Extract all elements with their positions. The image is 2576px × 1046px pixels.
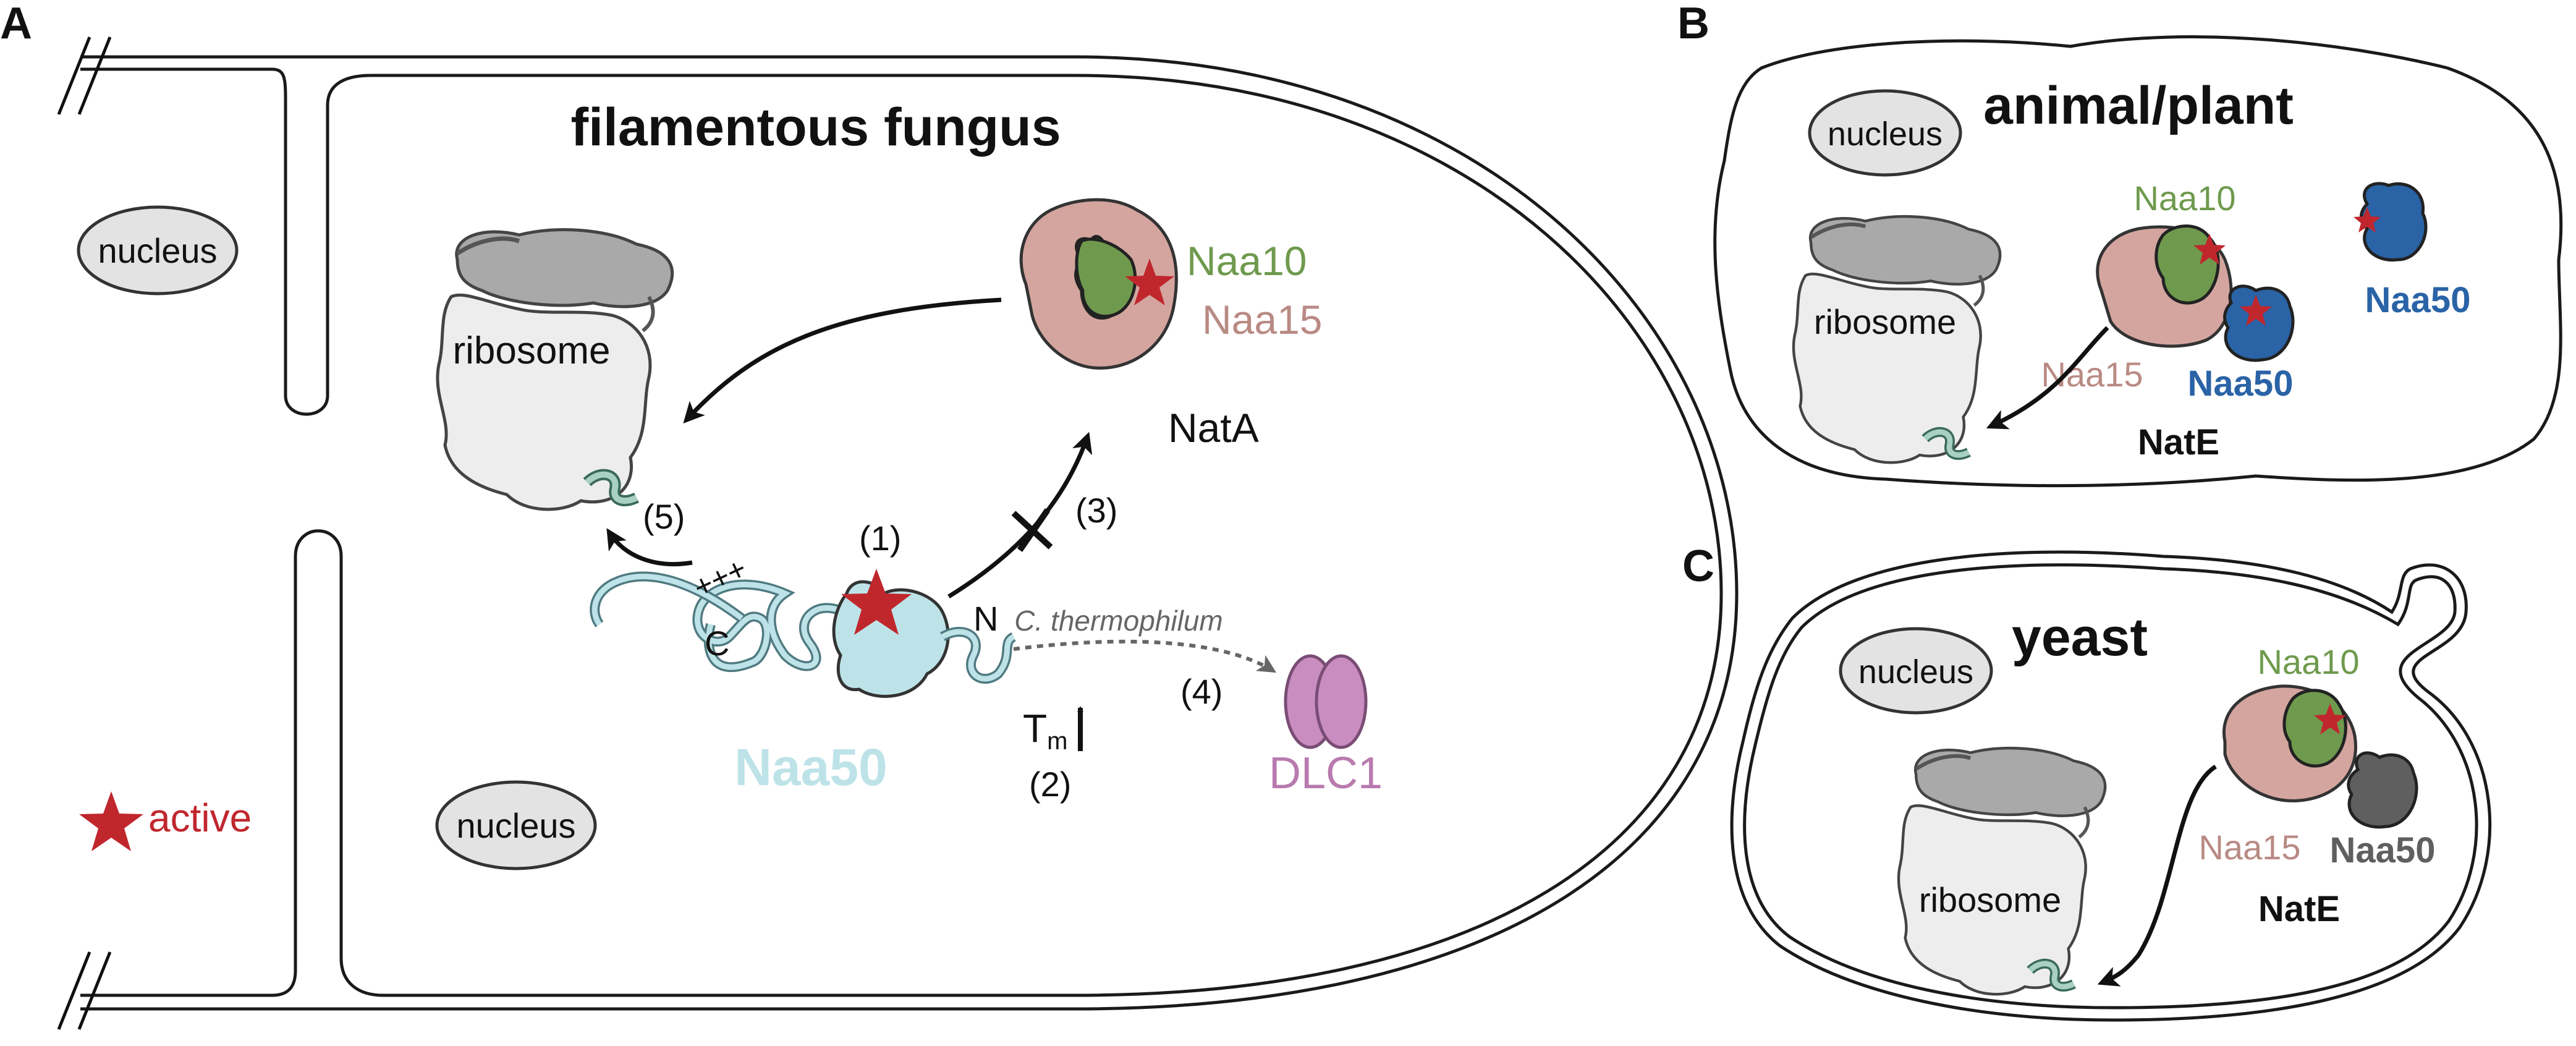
nucleus-c [1839, 627, 1993, 715]
active-star-naa10-b [2193, 234, 2226, 265]
nucleus-b-label: nucleus [1828, 116, 1943, 153]
nucleus-a2-label: nucleus [456, 806, 575, 845]
active-star-naa10-c [2314, 704, 2346, 734]
naa10-label-b: Naa10 [2133, 179, 2235, 218]
ribosome-a-label: ribosome [453, 330, 611, 372]
tm-label: Tm [1023, 706, 1067, 755]
organism-note: C. thermophilum [1014, 605, 1222, 637]
active-star-naa10-a [1125, 258, 1174, 305]
nate-label-c: NatE [2258, 889, 2340, 929]
c-terminus-label: C [705, 624, 729, 663]
break-mark-bottom [57, 951, 112, 1030]
naa50-bound-label-b: Naa50 [2188, 364, 2294, 404]
hypha-outer-wall [80, 55, 1739, 1011]
naa15-label-c: Naa15 [2198, 828, 2300, 867]
panel-a-title: filamentous fungus [570, 98, 1061, 157]
nate-label-b: NatE [2138, 422, 2219, 462]
step-4-label: (4) [1180, 672, 1222, 711]
ribosome-c-label: ribosome [1919, 880, 2061, 919]
nucleus-c-label: nucleus [1858, 653, 1973, 691]
arrow-naa50-to-dlc1 [1013, 639, 1277, 673]
ribosome-b [1794, 216, 2000, 462]
yeast-cell-outer [1730, 550, 2492, 1022]
active-star-naa50-b [2240, 295, 2272, 326]
positive-charges-label: +++ [688, 551, 752, 605]
ribosome-b-label: ribosome [1814, 302, 1956, 341]
naa50-fungus [590, 569, 1017, 698]
nucleus-a1 [77, 205, 239, 296]
panel-c: yeast nucleus ribosome Naa10 Naa15 Naa50… [1730, 550, 2492, 1022]
nucleus-a2 [435, 780, 597, 870]
ribosome-a [438, 230, 672, 509]
naa50-free-label-b: Naa50 [2365, 280, 2471, 320]
naa10-label-a: Naa10 [1187, 238, 1307, 284]
animal-plant-cell [1713, 35, 2563, 488]
naa50-label-a: Naa50 [734, 738, 888, 796]
break-mark-top [57, 36, 112, 115]
arrow-naa50-to-ribosome [606, 528, 693, 567]
panel-a: filamentous fungus nucleus nucleus ribos… [57, 36, 1739, 1030]
legend-active-label: active [148, 796, 252, 840]
nucleus-b [1808, 89, 1962, 177]
n-terminus-label: N [973, 599, 998, 638]
panel-b: animal/plant nucleus ribosome Naa10 Naa1… [1713, 35, 2563, 488]
naa50-free-b [2360, 182, 2428, 262]
arrow-nate-to-ribosome-c [2097, 765, 2217, 987]
arrow-nata-to-ribosome [683, 297, 1002, 424]
ribosome-c [1899, 748, 2105, 994]
step-1-label: (1) [859, 519, 901, 558]
step-3-label: (3) [1075, 491, 1117, 530]
step-5-label: (5) [643, 497, 685, 536]
panel-letter-c: C [1682, 542, 1714, 591]
naa50-bound-b [2223, 284, 2295, 362]
active-star-naa50-a [841, 569, 912, 635]
panel-letter-b: B [1677, 0, 1710, 48]
panel-b-title: animal/plant [1983, 76, 2294, 135]
naa50-label-c: Naa50 [2330, 830, 2436, 870]
step-2-label: (2) [1029, 765, 1071, 804]
yeast-cell-inner [1743, 563, 2478, 1010]
nucleus-a1-label: nucleus [98, 231, 217, 270]
nata-label: NatA [1168, 405, 1259, 451]
active-star-naa50-free-b [2354, 207, 2381, 232]
naa50-c [2347, 751, 2418, 829]
hypha-inner-wall [80, 67, 1723, 997]
panel-letter-a: A [0, 0, 32, 48]
panel-c-title: yeast [2012, 608, 2148, 667]
dlc1-protein [1284, 654, 1368, 749]
dlc1-label: DLC1 [1269, 749, 1383, 798]
naa15-label-a: Naa15 [1202, 297, 1323, 342]
block-cross [1011, 508, 1053, 552]
legend-active-star [79, 791, 143, 851]
naa15-label-b: Naa15 [2041, 355, 2143, 394]
arrow-nate-to-ribosome-b [1986, 326, 2109, 430]
naa10-label-c: Naa10 [2257, 642, 2359, 681]
nata-complex [1019, 198, 1178, 370]
